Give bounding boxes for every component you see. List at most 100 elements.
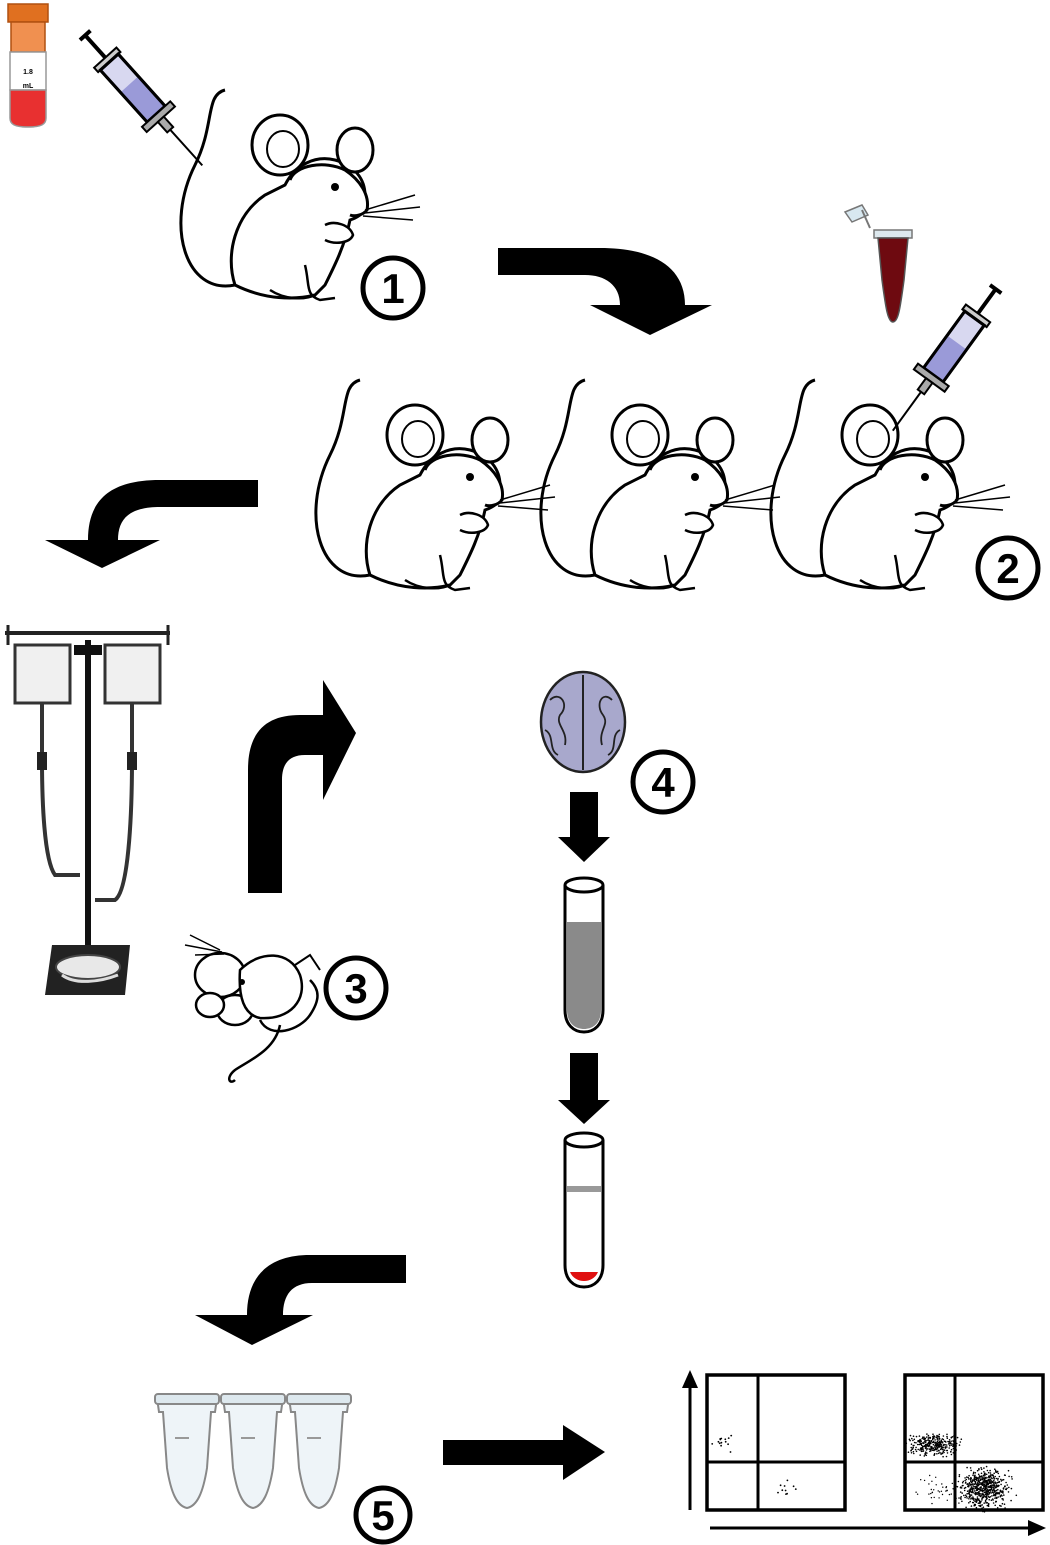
scatter-dot — [950, 1451, 952, 1453]
scatter-dot — [985, 1473, 988, 1476]
scatter-dot — [936, 1448, 939, 1450]
scatter-dot — [933, 1489, 935, 1491]
scatter-dot — [1004, 1488, 1007, 1490]
scatter-dot — [994, 1497, 996, 1499]
scatter-dot — [983, 1483, 986, 1485]
scatter-dot — [977, 1479, 980, 1482]
scatter-dot — [970, 1494, 973, 1496]
scatter-dot — [970, 1479, 972, 1481]
perfusion-stand-icon — [5, 625, 170, 995]
scatter-dot — [932, 1441, 935, 1443]
scatter-dot — [976, 1496, 979, 1498]
scatter-dot — [982, 1487, 985, 1489]
scatter-dot — [973, 1503, 976, 1506]
scatter-dot — [973, 1477, 976, 1479]
scatter-dot — [975, 1485, 977, 1488]
scatter-dot — [998, 1475, 1001, 1478]
scatter-dot — [965, 1495, 968, 1498]
scatter-dot — [976, 1477, 978, 1480]
scatter-dot — [988, 1476, 991, 1479]
scatter-dot — [979, 1486, 981, 1489]
step-4-number: 4 — [651, 759, 675, 806]
microcentrifuge-tube-icon — [286, 1393, 352, 1509]
scatter-dot — [938, 1444, 941, 1446]
scatter-dot — [978, 1468, 980, 1471]
scatter-dot — [943, 1451, 945, 1454]
scatter-dot — [924, 1452, 926, 1455]
scatter-dot — [951, 1482, 953, 1485]
scatter-dot — [994, 1481, 997, 1483]
scatter-dot — [960, 1496, 962, 1498]
scatter-dot — [938, 1491, 941, 1493]
scatter-dot — [964, 1494, 967, 1496]
scatter-dot — [932, 1433, 934, 1435]
scatter-dot — [984, 1500, 987, 1502]
scatter-dot — [995, 1482, 997, 1485]
scatter-dot — [1000, 1478, 1002, 1481]
scatter-dot — [931, 1480, 933, 1483]
mouse-icon — [314, 378, 557, 592]
arrow-up-right-icon — [248, 680, 356, 893]
scatter-dot — [985, 1502, 987, 1504]
scatter-dot — [931, 1491, 933, 1494]
scatter-dot — [1007, 1469, 1010, 1472]
scatter-dot — [988, 1479, 991, 1481]
scatter-dot — [977, 1493, 979, 1496]
scatter-dot — [983, 1476, 985, 1478]
scatter-dot — [987, 1503, 990, 1506]
scatter-dot — [1004, 1507, 1006, 1509]
scatter-dot — [946, 1437, 949, 1439]
scatter-dot — [990, 1488, 992, 1491]
scatter-dot — [972, 1492, 974, 1494]
scatter-dot — [982, 1489, 984, 1492]
scatter-dot — [1004, 1485, 1006, 1487]
scatter-dot — [727, 1437, 730, 1439]
scatter-dot — [970, 1487, 972, 1489]
scatter-dot — [925, 1449, 928, 1451]
scatter-dot — [950, 1437, 953, 1439]
scatter-dot — [994, 1475, 996, 1478]
scatter-dot — [718, 1442, 721, 1445]
scatter-dot — [958, 1444, 961, 1446]
scatter-dot — [920, 1479, 922, 1481]
mouse-icon — [539, 378, 782, 592]
scatter-dot — [948, 1444, 951, 1447]
scatter-dot — [987, 1471, 990, 1474]
scatter-dot — [998, 1484, 1000, 1487]
scatter-dot — [963, 1494, 965, 1497]
scatter-dot — [972, 1472, 975, 1475]
scatter-dot — [948, 1440, 951, 1443]
scatter-dot — [950, 1440, 952, 1442]
scatter-dot — [924, 1441, 927, 1444]
scatter-dot — [989, 1484, 992, 1487]
scatter-dot — [996, 1492, 998, 1495]
scatter-dot — [936, 1436, 938, 1438]
scatter-dot — [924, 1437, 927, 1440]
scatter-dot — [925, 1447, 928, 1449]
scatter-dot — [983, 1484, 985, 1487]
scatter-dot — [792, 1485, 795, 1488]
scatter-dot — [922, 1438, 925, 1440]
mouse-icon — [769, 378, 1012, 592]
scatter-dot — [994, 1504, 996, 1507]
scatter-dot — [969, 1467, 972, 1469]
flow-cytometry-plot-icon — [682, 1370, 1046, 1536]
vial-volume-label: 1.8 — [23, 69, 33, 76]
scatter-dot — [913, 1452, 915, 1455]
scatter-dot — [986, 1469, 989, 1472]
scatter-dot — [950, 1448, 953, 1451]
scatter-dot — [997, 1481, 1000, 1484]
scatter-dot — [974, 1474, 976, 1477]
scatter-dot — [959, 1441, 962, 1443]
scatter-dot — [979, 1481, 981, 1484]
scatter-dot — [973, 1478, 975, 1481]
scatter-dot — [1008, 1475, 1010, 1478]
scatter-dot — [932, 1449, 935, 1451]
scatter-dot — [961, 1500, 963, 1503]
microcentrifuge-tube-icon — [220, 1393, 286, 1509]
scatter-dot — [994, 1486, 997, 1488]
scatter-dot — [986, 1502, 989, 1504]
scatter-dot — [993, 1489, 995, 1491]
scatter-dot — [992, 1486, 994, 1488]
scatter-dot — [988, 1493, 991, 1495]
